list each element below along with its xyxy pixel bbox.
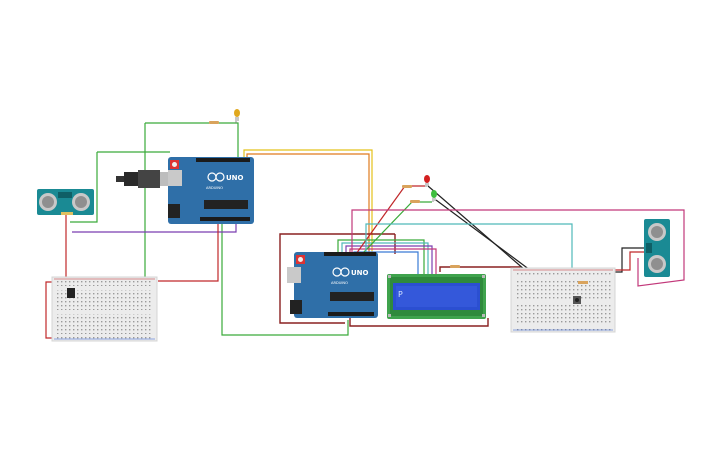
wire-black-right[interactable]	[612, 247, 644, 273]
ultrasonic-sensor-left[interactable]	[37, 189, 94, 215]
arduino-uno-1[interactable]: UNO ARDUINO	[116, 157, 254, 224]
lcd-text-line1: P	[398, 290, 403, 299]
wire-magenta-long[interactable]	[351, 209, 685, 287]
wire-led-black-1[interactable]	[427, 185, 526, 271]
led-green[interactable]	[431, 190, 437, 202]
resistor-right-2	[450, 265, 460, 268]
wire-red-right[interactable]	[608, 251, 644, 271]
resistor-mid-1	[402, 185, 412, 188]
wire-green-2[interactable]	[70, 151, 170, 223]
wire-green-3[interactable]	[221, 222, 349, 336]
arduino-2-brand-label: ARDUINO	[331, 281, 348, 285]
arduino-2-model-label: UNO	[351, 269, 369, 277]
resistor-top	[209, 121, 219, 124]
usb-connector-1	[116, 176, 124, 182]
breadboard-right[interactable]	[510, 267, 616, 333]
wire-orange[interactable]	[246, 153, 370, 254]
wire-purple[interactable]	[72, 224, 237, 233]
wire-bus-purple[interactable]	[345, 245, 433, 274]
lcd-display[interactable]: P	[387, 274, 486, 319]
wire-darkred-loop[interactable]	[279, 233, 396, 324]
chip-left[interactable]	[67, 288, 75, 298]
arduino-1-model-label: UNO	[226, 174, 244, 182]
wire-darkred-2[interactable]	[349, 318, 489, 327]
arduino-1-brand-label: ARDUINO	[206, 186, 223, 190]
led-red[interactable]	[424, 175, 430, 187]
led-yellow[interactable]	[234, 109, 240, 123]
resistor-right	[578, 281, 588, 284]
wire-bus-magenta[interactable]	[349, 248, 437, 274]
wire-bus-green[interactable]	[337, 239, 425, 274]
pushbutton[interactable]	[573, 296, 581, 304]
wire-red-1[interactable]	[65, 215, 219, 282]
wire-led-black-2[interactable]	[435, 199, 531, 271]
wire-teal-long[interactable]	[365, 223, 573, 300]
arduino-uno-2[interactable]: UNO ARDUINO	[287, 252, 378, 318]
ultrasonic-sensor-right[interactable]	[644, 219, 670, 277]
wire-green-1[interactable]	[144, 122, 239, 283]
wire-yellow[interactable]	[243, 149, 373, 254]
resistor-mid-2	[410, 200, 420, 203]
wire-bus-teal[interactable]	[341, 242, 429, 274]
breadboard-left[interactable]	[51, 276, 158, 342]
wires	[45, 122, 685, 339]
